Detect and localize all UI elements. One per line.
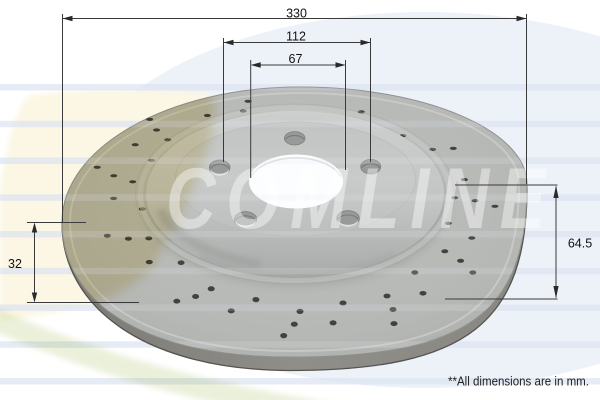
svg-text:67: 67 xyxy=(289,52,303,66)
svg-text:330: 330 xyxy=(286,7,307,21)
svg-text:COMLINE: COMLINE xyxy=(166,151,556,247)
svg-text:**All dimensions are in mm.: **All dimensions are in mm. xyxy=(448,375,589,389)
svg-text:64.5: 64.5 xyxy=(568,237,592,251)
svg-text:112: 112 xyxy=(286,30,306,44)
svg-text:32: 32 xyxy=(8,257,22,271)
